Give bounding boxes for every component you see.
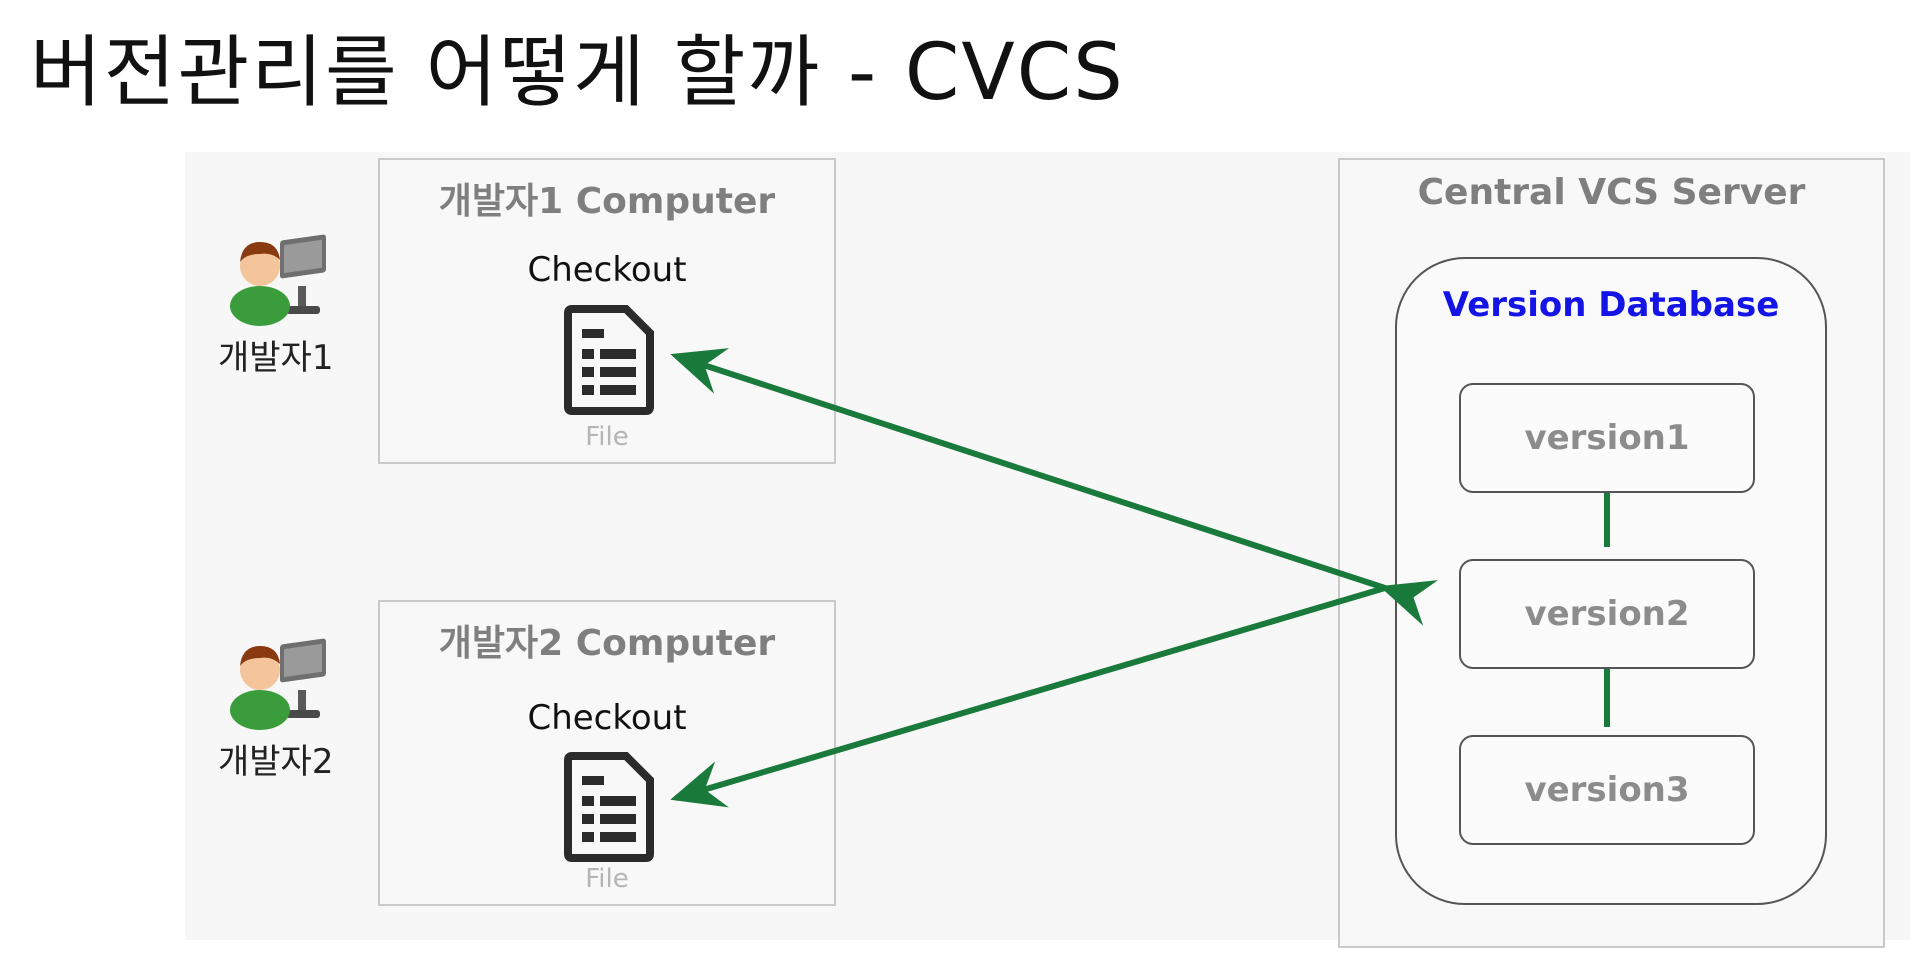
version-node: version2	[1459, 559, 1755, 669]
developer-1-label: 개발자1	[218, 338, 334, 378]
developer-1-file-label: File	[585, 422, 629, 452]
version-connector	[1604, 493, 1610, 547]
version-node: version1	[1459, 383, 1755, 493]
developer-at-computer-icon	[230, 638, 326, 730]
developer-1-checkout-label: Checkout	[527, 250, 687, 290]
developer-1-computer-title: 개발자1 Computer	[438, 181, 776, 222]
developer-at-computer-icon	[230, 234, 326, 326]
document-icon	[564, 305, 654, 415]
version-connector	[1604, 669, 1610, 727]
developer-2-checkout-label: Checkout	[527, 698, 687, 738]
document-icon	[564, 752, 654, 862]
developer-2-computer-title: 개발자2 Computer	[438, 623, 776, 664]
central-vcs-server-title: Central VCS Server	[1417, 172, 1806, 213]
page-title: 버전관리를 어떻게 할까 - CVCS	[30, 28, 1125, 118]
version-database-title: Version Database	[1442, 285, 1780, 325]
version-database: Version Database version1 version2 versi…	[1395, 257, 1827, 905]
developer-2-computer-box: 개발자2 Computer Checkout File	[378, 600, 836, 906]
version-node: version3	[1459, 735, 1755, 845]
developer-1-computer-box: 개발자1 Computer Checkout File	[378, 158, 836, 464]
developer-2-file-label: File	[585, 864, 629, 894]
developer-2-label: 개발자2	[218, 742, 334, 782]
